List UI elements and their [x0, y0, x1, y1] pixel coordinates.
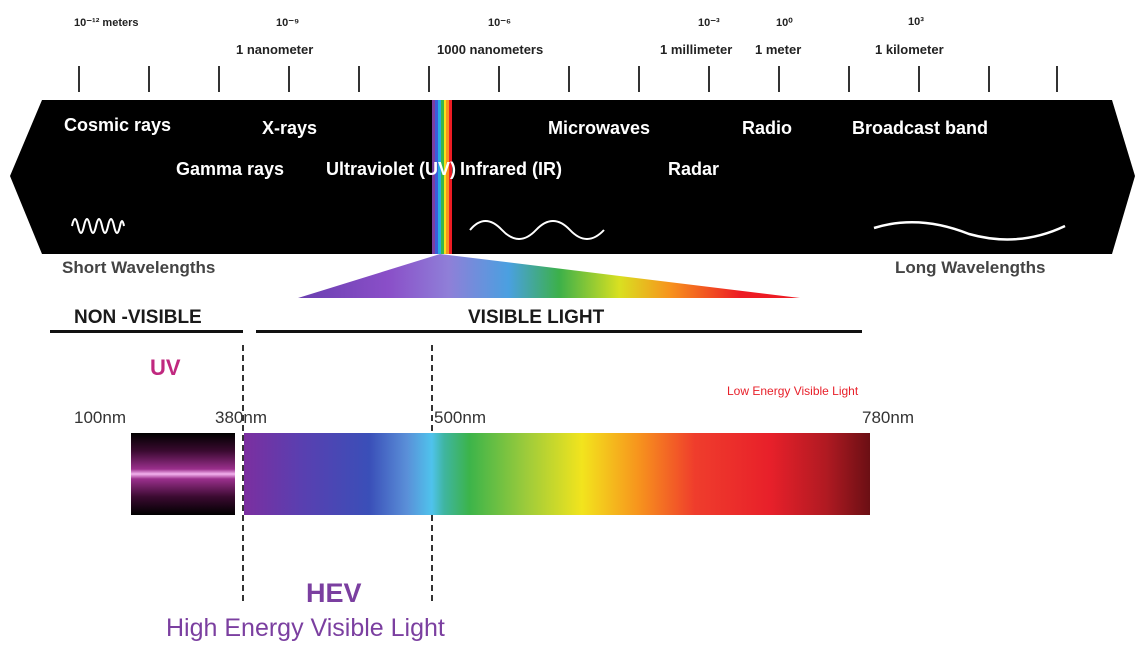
band-ultraviolet: Ultraviolet (UV): [326, 159, 457, 179]
label-100nm: 100nm: [74, 408, 126, 427]
band-cosmic-rays: Cosmic rays: [64, 115, 172, 135]
scale-tick: [568, 66, 570, 92]
band-radio: Radio: [742, 118, 793, 138]
visible-light-heading: VISIBLE LIGHT: [468, 307, 605, 328]
scale-tick: [918, 66, 920, 92]
scale-exponent: 10⁻¹² meters: [74, 17, 139, 29]
prism-rainbow: [432, 100, 452, 254]
scale-tick: [288, 66, 290, 92]
band-microwaves: Microwaves: [548, 118, 651, 138]
scale-exponent: 10⁰: [776, 17, 793, 29]
scale-tick: [218, 66, 220, 92]
scale-tick: [638, 66, 640, 92]
non-visible-heading: NON -VISIBLE: [74, 307, 202, 328]
band-broadcast: Broadcast band: [852, 118, 989, 138]
visible-spectrum-bar: [244, 433, 870, 515]
scale-tick: [848, 66, 850, 92]
infrared-wave: [469, 220, 605, 240]
scale-tick: [1056, 66, 1058, 92]
scale-name: 1000 nanometers: [437, 42, 544, 57]
short-wave: [71, 218, 125, 234]
scale-tick: [428, 66, 430, 92]
scale-tick: [988, 66, 990, 92]
band-radar: Radar: [668, 159, 720, 179]
boundary-380-line: [242, 345, 244, 601]
long-wavelengths-label: Long Wavelengths: [895, 258, 1046, 277]
spectrum-band: [10, 100, 1135, 298]
band-background: [10, 100, 1135, 254]
scale-name: 1 millimeter: [660, 42, 733, 57]
scale-tick: [78, 66, 80, 92]
scale-exponent: 10⁻³: [698, 17, 720, 29]
scale-exponent: 10⁻⁹: [276, 17, 300, 29]
label-380nm: 380nm: [215, 408, 267, 427]
band-x-rays: X-rays: [262, 118, 318, 138]
non-visible-rule: [50, 330, 243, 333]
label-780nm: 780nm: [862, 408, 914, 427]
scale-tick: [358, 66, 360, 92]
scale-exponent: 10³: [908, 16, 924, 28]
uv-label: UV: [150, 355, 181, 380]
label-500nm: 500nm: [434, 408, 486, 427]
scale-tick: [778, 66, 780, 92]
hev-label: HEV: [306, 578, 362, 608]
scale-name: 1 nanometer: [236, 42, 314, 57]
long-wave: [873, 220, 1066, 241]
band-gamma-rays: Gamma rays: [176, 159, 285, 179]
scale-name: 1 kilometer: [875, 42, 944, 57]
low-energy-label: Low Energy Visible Light: [727, 384, 859, 398]
scale-tick: [498, 66, 500, 92]
hev-full-label: High Energy Visible Light: [166, 614, 445, 642]
scale-exponent: 10⁻⁶: [488, 17, 512, 29]
visible-light-rule: [256, 330, 862, 333]
scale-tick: [708, 66, 710, 92]
scale-tick: [148, 66, 150, 92]
short-wavelengths-label: Short Wavelengths: [62, 258, 216, 277]
scale-name: 1 meter: [755, 42, 802, 57]
band-infrared: Infrared (IR): [460, 159, 563, 179]
uv-swatch: [131, 433, 235, 515]
rainbow-fan: [298, 254, 800, 298]
